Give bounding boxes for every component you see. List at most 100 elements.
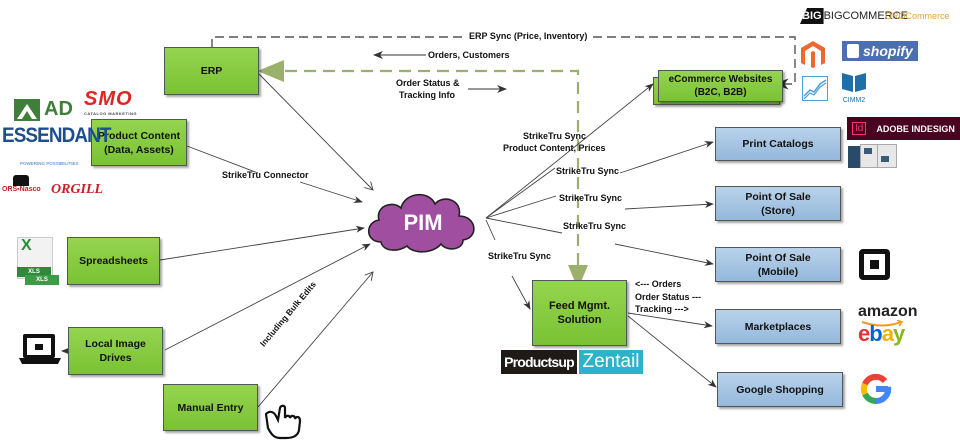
hand-pointer-icon (264, 404, 302, 440)
pim-store-line (485, 195, 557, 219)
product-content-box[interactable]: Product Content (Data, Assets) (91, 119, 187, 166)
erp-feed-dashed-line (257, 60, 580, 284)
sync-mobile-label: StrikeTru Sync (563, 221, 627, 231)
pos-store-label-1: Point Of Sale (745, 190, 811, 203)
pim-mobile-line2 (614, 243, 714, 266)
pos-mobile-box[interactable]: Point Of Sale (Mobile) (715, 247, 841, 282)
erp-sync-line (211, 36, 796, 90)
feed-status-label: Order Status --- (635, 292, 702, 302)
sync-store-label: StrikeTru Sync (559, 193, 623, 203)
marketplaces-label: Marketplaces (744, 320, 812, 333)
feed-tracking-label: Tracking ---> (635, 304, 689, 314)
erp-label: ERP (200, 65, 223, 77)
erp-box[interactable]: ERP (164, 47, 259, 95)
xls-label-1: XLS (17, 267, 51, 277)
print-catalogs-label: Print Catalogs (742, 138, 814, 150)
feed-orders-label: <--- Orders (635, 279, 682, 289)
orgill-logo: ORGILL (51, 182, 104, 197)
sync-ecommerce-label-1: StrikeTru Sync (523, 131, 587, 141)
cimm2-text: CIMM2 (842, 97, 866, 104)
ad-logo: AD (14, 98, 73, 121)
shopify-bag-icon (847, 44, 859, 58)
laptop-icon (19, 334, 61, 364)
feed-mgmt-label-2: Solution (557, 314, 602, 326)
product-content-label-2: (Data, Assets) (104, 143, 174, 156)
essendant-tagline: POWERING POSSIBILITIES (20, 161, 79, 166)
pos-mobile-label-2: (Mobile) (757, 265, 799, 278)
shopify-logo: shopify (842, 41, 918, 61)
pim-mobile-line (485, 217, 563, 234)
manual-entry-box[interactable]: Manual Entry (163, 384, 258, 431)
content-pim-line2 (299, 181, 363, 203)
order-status-label-1: Order Status & (396, 78, 460, 88)
ad-mountain-icon (14, 98, 40, 121)
ebay-a: a (881, 321, 894, 346)
smo-logo: SMO CATALOG MARKETING (84, 88, 137, 116)
feed-mgmt-label-1: Feed Mgmt. (548, 300, 611, 312)
indesign-logo: Id ADOBE INDESIGN (847, 117, 960, 140)
amazon-smile-icon (861, 320, 904, 327)
ecommerce-box[interactable]: eCommerce Websites (B2C, B2B) (658, 70, 783, 102)
catalog-image-icon (848, 144, 897, 168)
pos-store-label-2: (Store) (761, 204, 795, 217)
pim-print-line (485, 167, 556, 219)
orocommerce-logo: OROCommerce (885, 11, 950, 21)
bigcommerce-big-icon: BIG (800, 8, 824, 24)
google-shopping-label: Google Shopping (736, 383, 824, 396)
erp-pim-line (258, 73, 373, 190)
bigcommerce-logo: BIG BIGCOMMERCE (800, 8, 908, 24)
sync-feed-label: StrikeTru Sync (488, 251, 552, 261)
sync-ecommerce-label-2: Product Content, Prices (503, 143, 606, 153)
pim-feed-line (511, 275, 531, 310)
pim-ecommerce-line (485, 83, 654, 219)
feed-mgmt-box[interactable]: Feed Mgmt. Solution (532, 280, 627, 346)
smo-subtext: CATALOG MARKETING (84, 111, 138, 116)
orsnasco-text: ORS▪Nasco (2, 186, 41, 193)
manual-entry-label: Manual Entry (177, 401, 244, 414)
content-pim-line (186, 145, 259, 174)
square-pos-icon (859, 249, 890, 280)
cimm2-logo: CIMM2 (841, 72, 867, 104)
images-pim-line (164, 243, 371, 351)
feed-marketplaces-line (627, 312, 713, 329)
amazon-logo: amazon (858, 303, 918, 320)
feed-google-line (627, 315, 717, 388)
marketplaces-box[interactable]: Marketplaces (715, 309, 841, 344)
bigcommerce-text: BIGCOMMERCE (823, 10, 908, 22)
indesign-icon: Id (852, 122, 867, 135)
sync-print-label: StrikeTru Sync (556, 166, 620, 176)
connector-label: StrikeTru Connector (222, 170, 309, 180)
google-shopping-box[interactable]: Google Shopping (717, 372, 843, 407)
spreadsheets-box[interactable]: Spreadsheets (67, 237, 160, 285)
ebay-e: e (858, 321, 870, 346)
ecommerce-label-1: eCommerce Websites (668, 74, 773, 85)
chart-logo-icon (802, 76, 828, 101)
product-content-label-1: Product Content (97, 129, 181, 142)
ebay-y: y (892, 321, 905, 346)
ebay-b: b (869, 321, 882, 346)
shopify-text: shopify (863, 43, 913, 59)
ecommerce-label-2: (B2C, B2B) (694, 87, 747, 98)
pim-label: PIM (403, 210, 442, 235)
order-status-label-2: Tracking Info (399, 90, 456, 100)
pim-short-line (485, 219, 496, 241)
orsnasco-figure-icon (13, 175, 30, 186)
google-g-icon (860, 373, 892, 405)
excel-icon: X XLS XLS (17, 237, 59, 285)
essendant-logo: ESSENDANT (2, 124, 111, 147)
manual-pim-line (257, 272, 373, 408)
pim-cloud[interactable]: PIM (363, 180, 483, 260)
local-image-drives-box[interactable]: Local Image Drives (68, 327, 163, 375)
magento-icon (801, 41, 825, 68)
productsup-logo: Productsup (501, 350, 577, 374)
pos-store-box[interactable]: Point Of Sale (Store) (715, 186, 841, 221)
pos-mobile-label-1: Point Of Sale (745, 251, 811, 264)
spreadsheets-label: Spreadsheets (79, 255, 148, 267)
cimm2-book-icon (842, 73, 866, 92)
orsnasco-logo: ORS▪Nasco (2, 175, 41, 193)
pim-store-line2 (624, 200, 714, 210)
zentail-logo: Zentail (579, 350, 643, 374)
print-catalogs-box[interactable]: Print Catalogs (715, 127, 841, 161)
ebay-logo: ebay (858, 321, 905, 347)
